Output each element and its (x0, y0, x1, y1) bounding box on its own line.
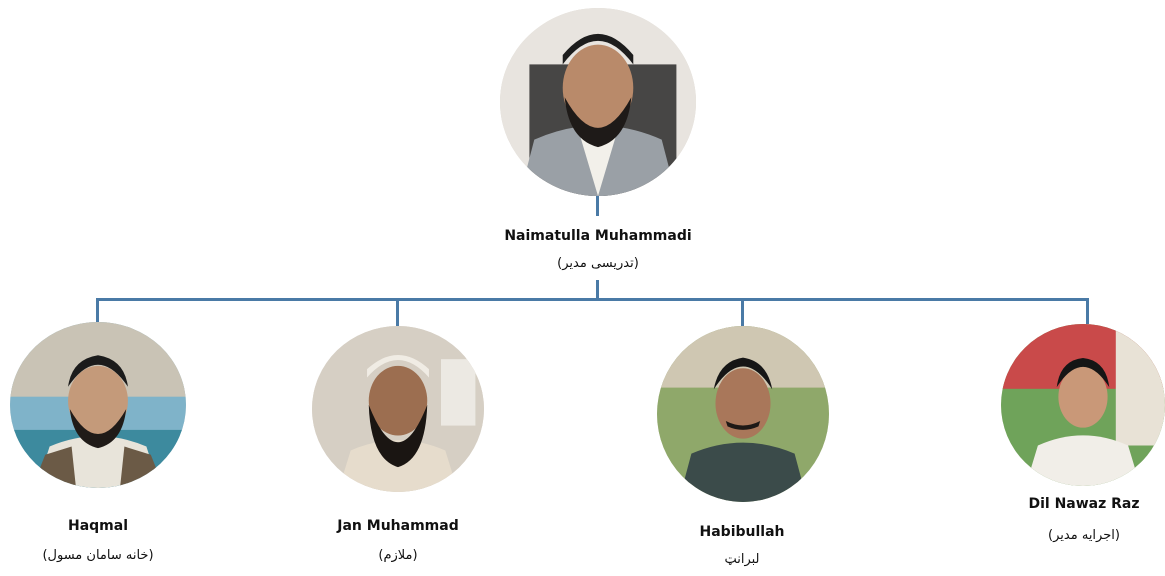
dil-nawaz-raz-role: (اجرایه مدیر) (1048, 528, 1120, 543)
branch-line-jan-muhammad (396, 298, 399, 326)
jan-muhammad-name: Jan Muhammad (337, 518, 459, 534)
branch-line-haqmal (96, 298, 99, 322)
haqmal-role: (خانه سامان مسول) (42, 548, 154, 563)
root-role: (تدریسی مدیر) (557, 256, 639, 271)
jan-muhammad-person-photo (312, 326, 484, 492)
branch-line-habibullah (741, 298, 744, 326)
habibullah-name: Habibullah (699, 524, 785, 540)
habibullah-role: لبرانټ (724, 552, 760, 567)
haqmal-person-photo (10, 322, 186, 488)
root-name: Naimatulla Muhammadi (504, 228, 692, 244)
jan-muhammad-role: (ملازم) (378, 548, 418, 563)
dil-nawaz-raz-name: Dil Nawaz Raz (1028, 496, 1140, 512)
dil-nawaz-raz-person-photo (1001, 324, 1165, 486)
trunk-connector-line (596, 280, 599, 300)
root-connector-line (596, 196, 599, 216)
root-person-photo (500, 8, 696, 196)
branch-line-dil-nawaz-raz (1086, 298, 1089, 324)
horizontal-bus-line (96, 298, 1089, 301)
haqmal-name: Haqmal (67, 518, 129, 534)
habibullah-person-photo (657, 326, 829, 502)
